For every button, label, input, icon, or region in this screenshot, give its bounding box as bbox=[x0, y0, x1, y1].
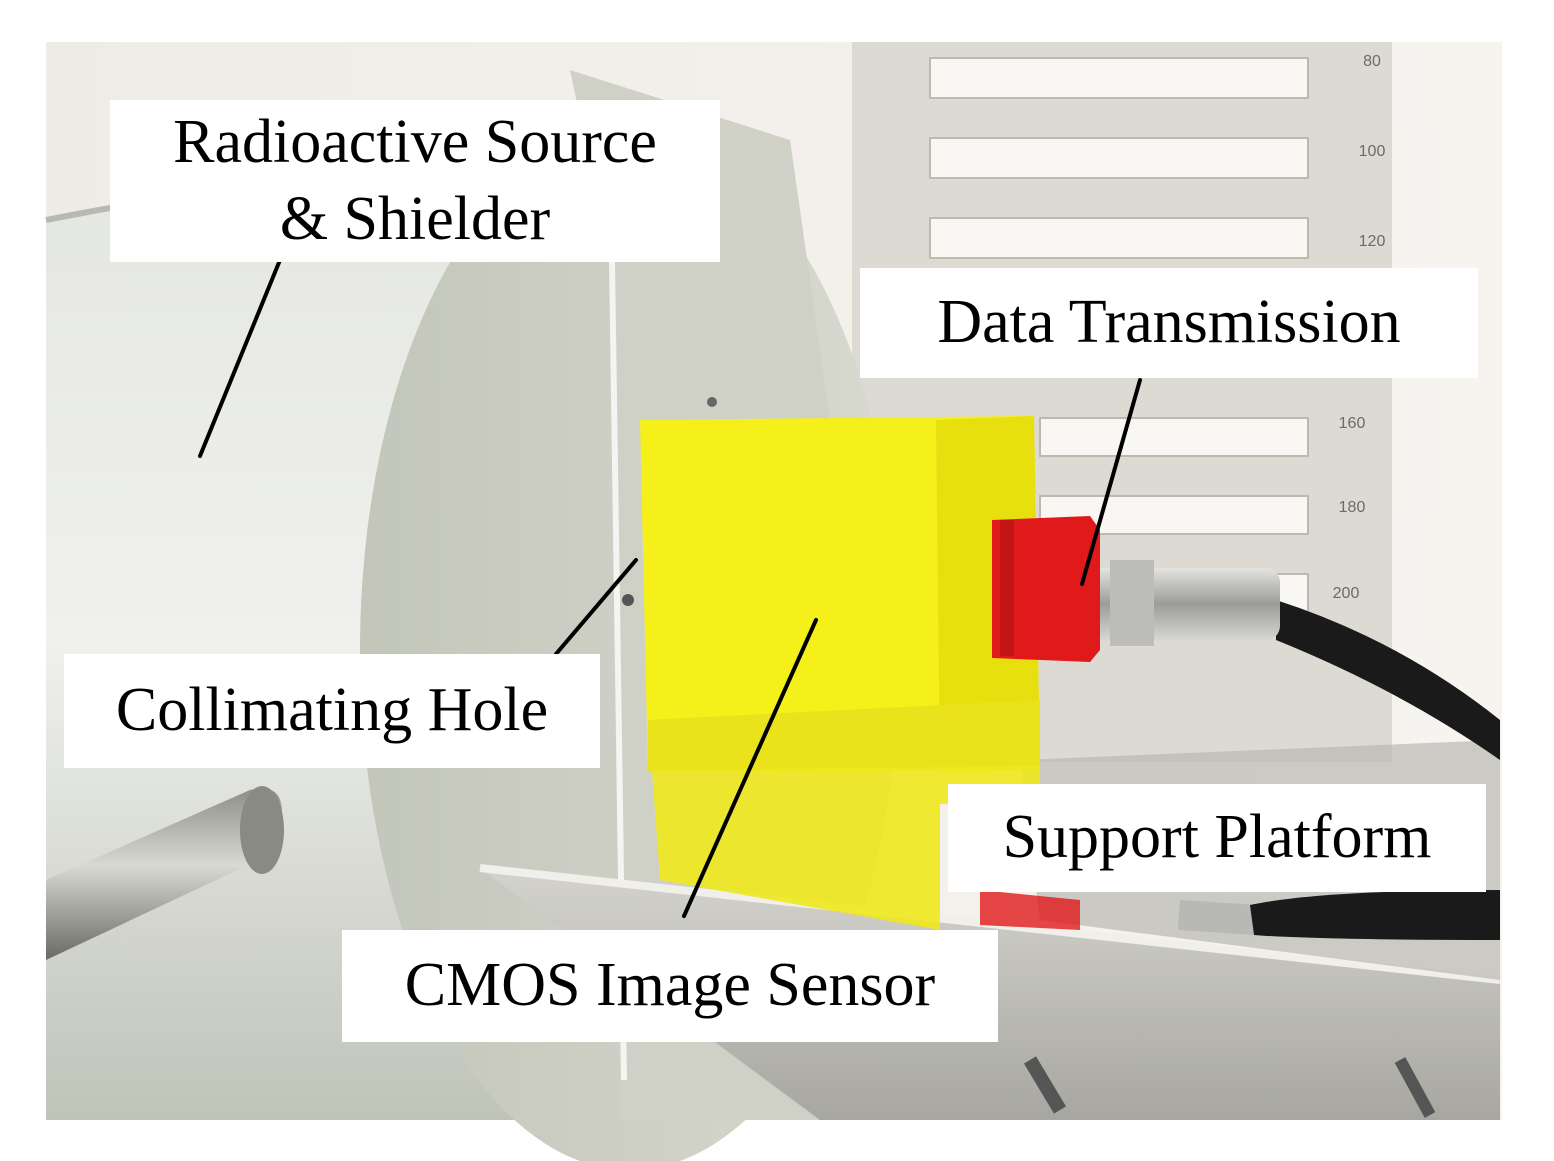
pointer-lines bbox=[198, 258, 1142, 918]
scale-tick-label: 160 bbox=[1339, 415, 1366, 432]
support-rod bbox=[46, 786, 284, 960]
label-collimating-hole: Collimating Hole bbox=[64, 654, 600, 768]
label-radioactive-source-line1: Radioactive Source bbox=[173, 107, 657, 176]
label-radioactive-source: Radioactive Source & Shielder bbox=[110, 100, 720, 262]
scale-tick-label: 180 bbox=[1339, 499, 1366, 516]
label-radioactive-source-line2: & Shielder bbox=[279, 185, 551, 253]
scale-tick-label: 200 bbox=[1333, 585, 1360, 602]
label-cmos-image-sensor-text: CMOS Image Sensor bbox=[404, 951, 936, 1020]
label-data-transmission: Data Transmission bbox=[860, 268, 1478, 378]
label-collimating-hole-text: Collimating Hole bbox=[115, 676, 549, 745]
label-cmos-image-sensor: CMOS Image Sensor bbox=[342, 930, 998, 1042]
pointer-line-collimating bbox=[554, 558, 638, 656]
pointer-line-cmos bbox=[682, 618, 818, 918]
scale-tick-label: 100 bbox=[1359, 143, 1386, 160]
label-support-platform: Support Platform bbox=[948, 784, 1486, 892]
scale-tick-label: 120 bbox=[1359, 233, 1386, 250]
cmos-sensor-housing bbox=[640, 416, 1080, 930]
pointer-line-source bbox=[198, 258, 282, 458]
data-connector bbox=[992, 516, 1500, 940]
pointer-line-data bbox=[1080, 378, 1142, 586]
label-data-transmission-text: Data Transmission bbox=[937, 288, 1401, 357]
scale-tick-label: 80 bbox=[1363, 53, 1381, 70]
label-support-platform-text: Support Platform bbox=[1002, 803, 1432, 872]
